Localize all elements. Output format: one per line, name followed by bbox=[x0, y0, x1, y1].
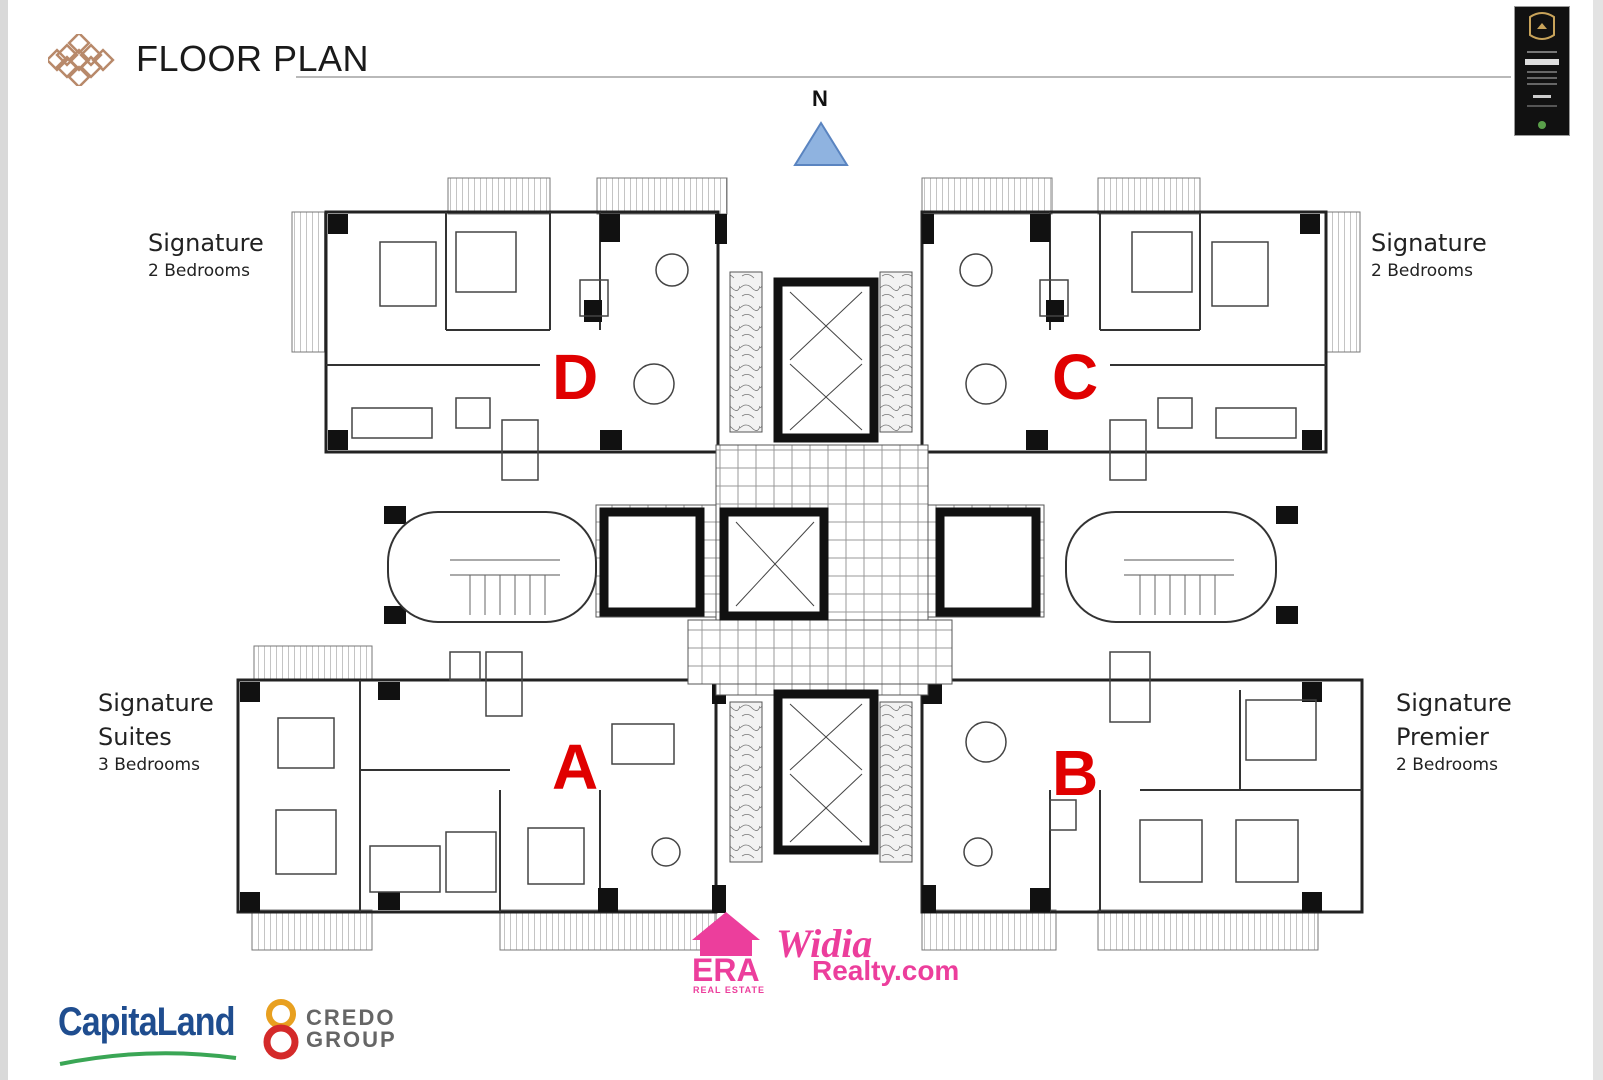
watermark-era: ERA bbox=[692, 952, 760, 988]
credo-line1: CREDO bbox=[306, 1005, 396, 1030]
watermark-widia: Widia bbox=[776, 921, 873, 966]
knot-logo-icon bbox=[48, 34, 115, 86]
award-badge bbox=[1514, 6, 1570, 136]
unit-label-d: Signature 2 Bedrooms bbox=[148, 226, 264, 282]
unit-name: Signature bbox=[148, 229, 264, 257]
capitaland-logo: CapitaLand bbox=[58, 1000, 235, 1044]
page-title: FLOOR PLAN bbox=[136, 38, 370, 79]
credo-group-mark-icon bbox=[263, 999, 299, 1060]
unit-bedrooms: 3 Bedrooms bbox=[98, 755, 200, 775]
unit-name-line2: Suites bbox=[98, 723, 172, 751]
unit-bedrooms: 2 Bedrooms bbox=[148, 261, 250, 281]
right-frame-border bbox=[1593, 0, 1603, 1080]
capitaland-swoosh-icon bbox=[59, 1051, 237, 1066]
unit-letter-d: D bbox=[552, 341, 599, 413]
unit-letter-b: B bbox=[1052, 737, 1099, 809]
credo-line2: GROUP bbox=[306, 1027, 397, 1052]
unit-name-line2: Premier bbox=[1396, 723, 1489, 751]
watermark-realty: Realty.com bbox=[812, 955, 960, 986]
award-emblem-icon bbox=[1525, 12, 1559, 129]
north-indicator: N bbox=[790, 86, 850, 170]
left-frame-border bbox=[0, 0, 8, 1080]
unit-label-c: Signature 2 Bedrooms bbox=[1371, 226, 1487, 282]
unit-bedrooms: 2 Bedrooms bbox=[1371, 261, 1473, 281]
unit-letter-a: A bbox=[552, 731, 599, 803]
unit-label-b: Signature Premier 2 Bedrooms bbox=[1396, 686, 1512, 776]
era-house-icon bbox=[692, 912, 760, 956]
unit-name-line1: Signature bbox=[1396, 689, 1512, 717]
header-divider bbox=[296, 76, 1511, 78]
north-label: N bbox=[812, 86, 828, 111]
credo-group-logo: CREDO GROUP bbox=[306, 1007, 397, 1051]
unit-label-a: Signature Suites 3 Bedrooms bbox=[98, 686, 214, 776]
unit-name: Signature bbox=[1371, 229, 1487, 257]
north-arrow-icon bbox=[793, 121, 849, 166]
unit-bedrooms: 2 Bedrooms bbox=[1396, 755, 1498, 775]
unit-name-line1: Signature bbox=[98, 689, 214, 717]
unit-letter-c: C bbox=[1052, 341, 1099, 413]
watermark-era-sub: REAL ESTATE bbox=[693, 985, 766, 995]
